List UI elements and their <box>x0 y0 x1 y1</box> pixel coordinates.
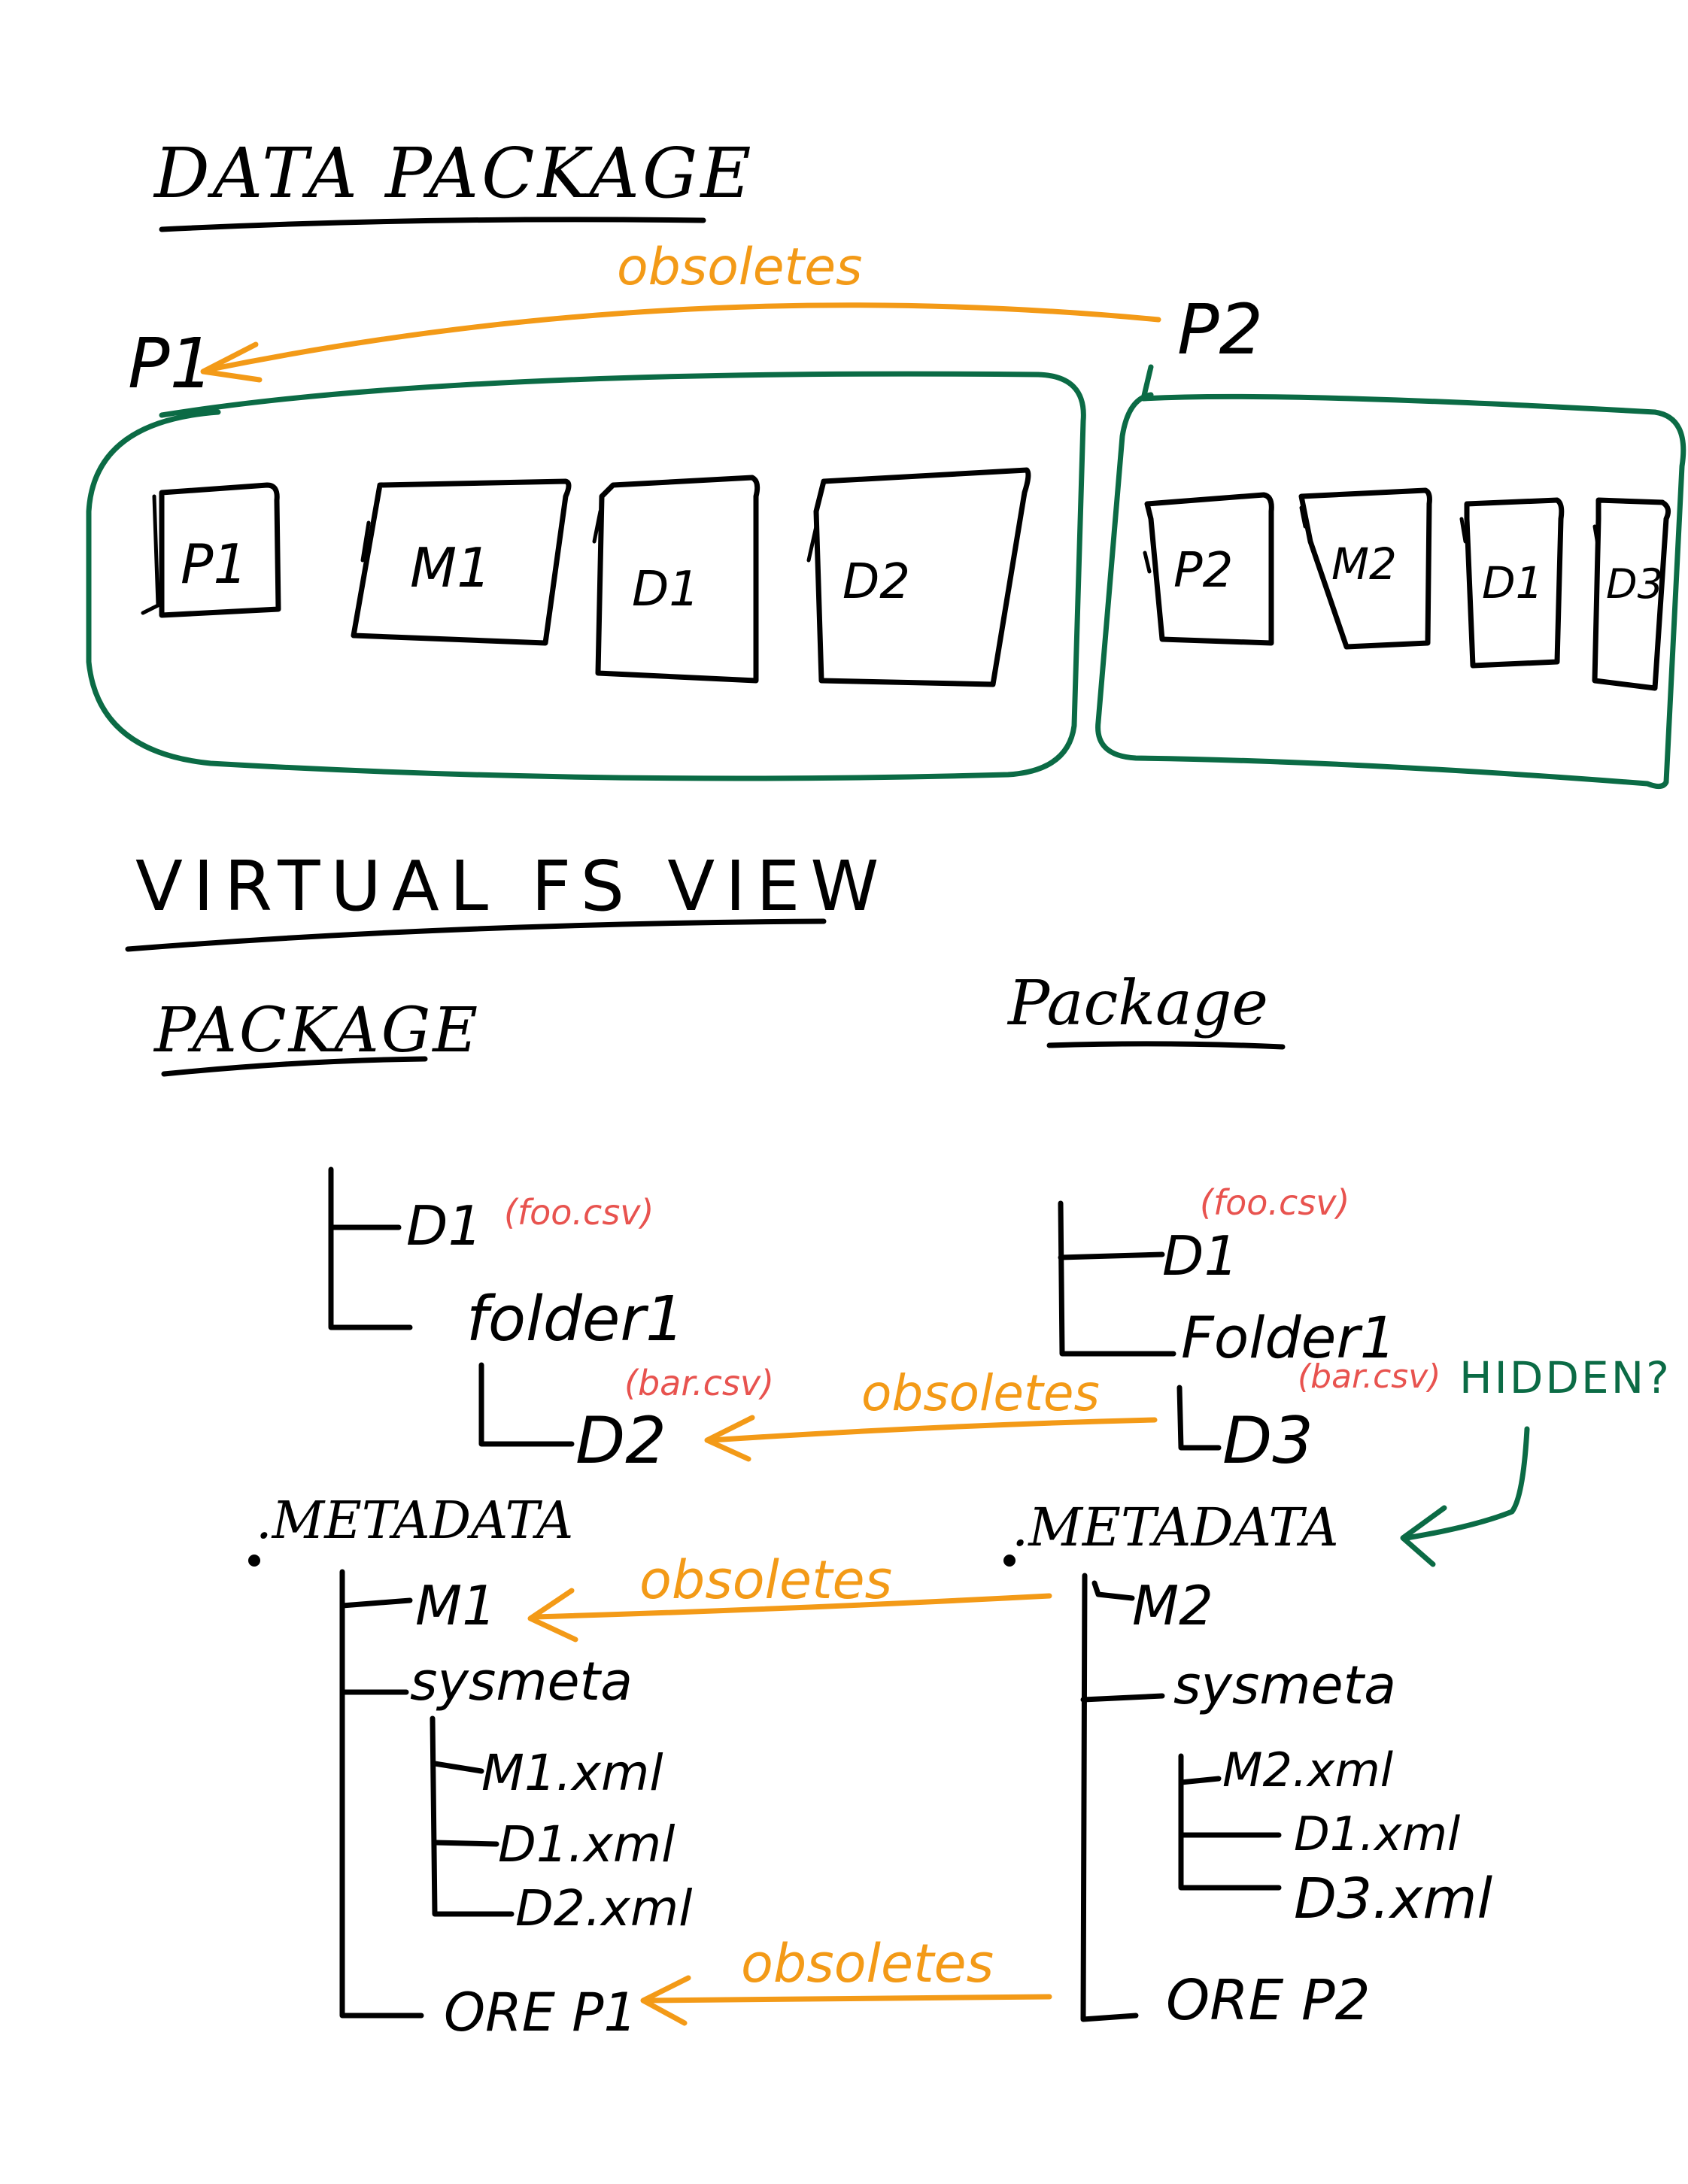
right-d1: D1 <box>1162 1224 1238 1288</box>
fs-obsoletes-label-3: obsoletes <box>741 1933 994 1994</box>
package-2-item-d3: D3 <box>1592 497 1671 691</box>
svg-text:M1: M1 <box>410 536 491 599</box>
top-obsoletes-arrow <box>204 302 1161 373</box>
left-sysmeta-branch-1 <box>432 1761 484 1774</box>
package-2-outline <box>1095 364 1686 789</box>
package-1-label: P1 <box>128 323 214 404</box>
right-hidden-note: HIDDEN? <box>1459 1352 1671 1403</box>
package-2-item-m2: M2 <box>1298 487 1432 650</box>
right-sysmeta-file-3: D3.xml <box>1294 1867 1492 1931</box>
package-1-item-m1: M1 <box>351 478 572 646</box>
left-m1-branch <box>339 1597 413 1609</box>
left-d1-note: (foo.csv) <box>504 1192 654 1233</box>
svg-text:D3: D3 <box>1606 560 1663 608</box>
virtual-fs-underline <box>125 918 827 952</box>
right-root-trunk <box>1058 1200 1176 1357</box>
top-obsoletes-arrowhead <box>200 341 263 383</box>
package-1-item-d2: D2 <box>806 467 1031 687</box>
fs-obsoletes-label-2: obsoletes <box>639 1549 892 1611</box>
right-metadata-trunk <box>1080 1573 1139 2022</box>
fs-obsoletes-arrow-1 <box>708 1417 1158 1443</box>
data-package-heading: DATA PACKAGE <box>153 133 754 214</box>
right-d3-branch <box>1176 1385 1222 1451</box>
right-d3-note: (bar.csv) <box>1298 1357 1441 1396</box>
hidden-arrowhead <box>1400 1505 1447 1567</box>
package-1-item-p1: P1 <box>141 482 281 618</box>
left-metadata-dot <box>248 1555 260 1567</box>
left-package-root: PACKAGE <box>153 995 480 1066</box>
svg-text:D1: D1 <box>1482 557 1544 608</box>
left-ore: ORE P1 <box>444 1982 637 2043</box>
fs-obsoletes-arrowhead-2 <box>527 1588 578 1643</box>
package-2-label: P2 <box>1177 290 1263 370</box>
package-1-item-d1: D1 <box>592 475 761 684</box>
left-d2-note: (bar.csv) <box>624 1363 774 1403</box>
left-sysmeta: sysmeta <box>410 1651 633 1712</box>
right-sysmeta-branch-1 <box>1178 1776 1222 1785</box>
left-d2: D2 <box>575 1403 666 1479</box>
right-sysmeta-file-2: D1.xml <box>1294 1806 1460 1861</box>
fs-obsoletes-arrow-3 <box>644 1994 1052 2004</box>
left-metadata: .METADATA <box>256 1491 573 1551</box>
right-m2-branch <box>1091 1580 1135 1601</box>
right-folder: Folder1 <box>1181 1304 1396 1371</box>
left-m1: M1 <box>415 1574 496 1637</box>
left-sysmeta-trunk <box>430 1715 515 1917</box>
right-ore: ORE P2 <box>1166 1968 1371 2033</box>
left-d1: D1 <box>406 1194 482 1257</box>
left-sysmeta-branch-2 <box>432 1840 499 1847</box>
left-folder-branch <box>478 1362 575 1447</box>
right-sysmeta-branch <box>1080 1693 1165 1703</box>
package-2-item-d1: D1 <box>1459 497 1565 669</box>
svg-text:D1: D1 <box>632 562 700 617</box>
left-package-underline <box>161 1056 428 1077</box>
top-obsoletes-label: obsoletes <box>617 238 862 297</box>
right-d1-branch <box>1058 1251 1165 1260</box>
left-folder: folder1 <box>466 1284 685 1355</box>
svg-text:P2: P2 <box>1173 543 1233 599</box>
fs-obsoletes-arrowhead-3 <box>640 1975 691 2026</box>
left-metadata-trunk <box>339 1569 424 2019</box>
right-sysmeta: sysmeta <box>1173 1655 1396 1716</box>
left-sysmeta-file-1: M1.xml <box>481 1744 663 1802</box>
right-sysmeta-file-1: M2.xml <box>1222 1743 1393 1797</box>
left-sysmeta-file-3: D2.xml <box>515 1879 693 1937</box>
right-d1-note: (foo.csv) <box>1200 1182 1349 1223</box>
right-sysmeta-trunk <box>1178 1753 1282 1891</box>
hidden-arrow <box>1404 1426 1530 1541</box>
fs-obsoletes-arrow-2 <box>531 1593 1052 1620</box>
data-package-underline <box>159 217 706 232</box>
fs-obsoletes-label-1: obsoletes <box>861 1364 1100 1422</box>
package-1-outline <box>86 371 1086 781</box>
svg-text:M2: M2 <box>1331 538 1397 590</box>
left-sysmeta-file-2: D1.xml <box>498 1815 676 1873</box>
package-2-item-p2: P2 <box>1143 492 1274 646</box>
fs-obsoletes-arrowhead-1 <box>704 1415 755 1462</box>
right-package-underline <box>1046 1041 1286 1050</box>
right-m2: M2 <box>1132 1574 1213 1637</box>
right-package-root: Package <box>1006 968 1268 1039</box>
right-d3: D3 <box>1222 1403 1313 1479</box>
virtual-fs-heading: VIRTUAL FS VIEW <box>135 846 889 927</box>
right-metadata-dot <box>1003 1555 1016 1567</box>
svg-text:P1: P1 <box>181 532 247 596</box>
right-metadata: .METADATA <box>1012 1497 1339 1558</box>
left-root-trunk <box>328 1166 413 1330</box>
svg-text:D2: D2 <box>842 554 910 610</box>
